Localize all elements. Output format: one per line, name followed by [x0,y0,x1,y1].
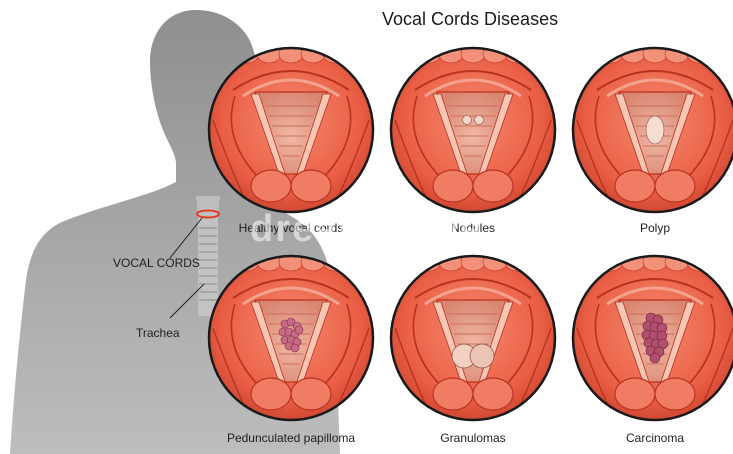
vocal-cords-label: VOCAL CORDS [113,256,200,270]
larynx-panel-papilloma [209,253,373,420]
larynx-panel-polyp [573,45,733,212]
caption-healthy: Healthy vocal cords [206,221,376,235]
diagram-title: Vocal Cords Diseases [382,9,558,30]
trachea-label: Trachea [136,326,180,340]
caption-carcinoma: Carcinoma [570,431,733,445]
larynx-panel-nodules [391,45,555,212]
caption-papilloma: Pedunculated papilloma [206,431,376,445]
caption-polyp: Polyp [570,221,733,235]
larynx-panel-carcinoma [573,253,733,420]
caption-nodules: Nodules [388,221,558,235]
larynx-panel-granulomas [391,253,555,420]
larynx-panel-none [209,45,373,212]
caption-granulomas: Granulomas [388,431,558,445]
